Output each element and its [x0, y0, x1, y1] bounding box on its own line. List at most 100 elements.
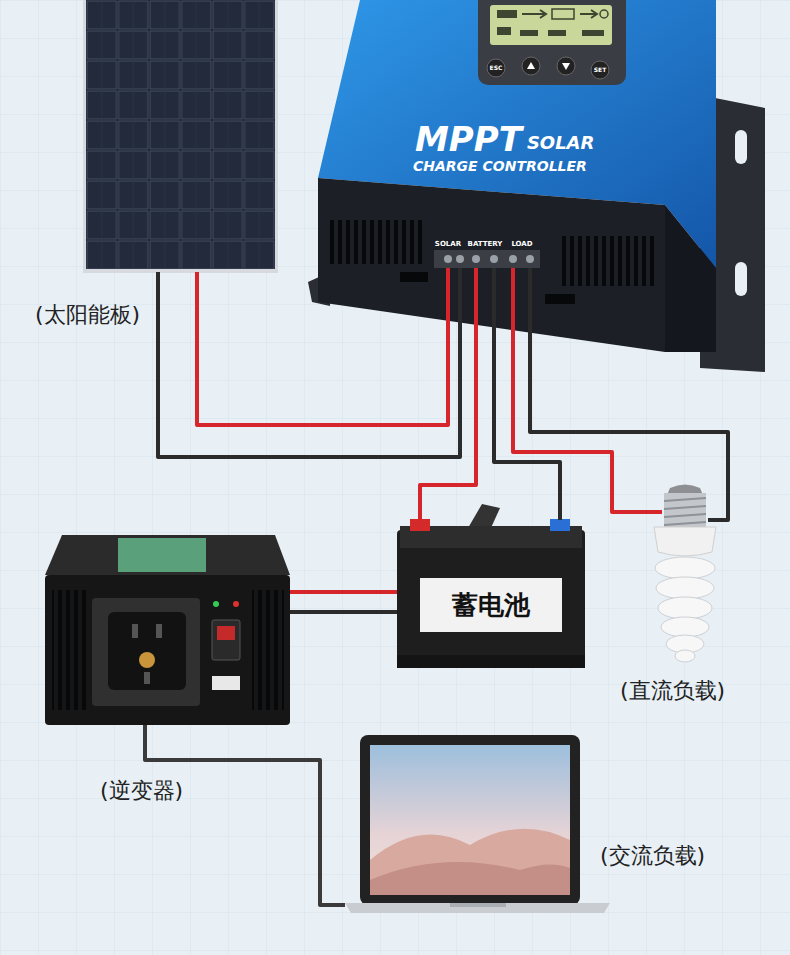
- battery: [410, 519, 430, 531]
- laptop: [360, 735, 580, 905]
- light-bulb: [654, 527, 716, 556]
- charge-controller: [526, 255, 534, 263]
- charge-controller: [326, 220, 422, 264]
- charge-controller: MPPTSOLARCHARGE CONTROLLER: [315, 0, 715, 268]
- light-bulb: [655, 557, 715, 579]
- caption-label: (太阳能板): [35, 302, 140, 327]
- wire-pair: [145, 725, 345, 905]
- wire: [513, 268, 662, 512]
- laptop: [345, 735, 610, 913]
- inverter: [233, 601, 239, 607]
- charge-controller: [478, 0, 626, 85]
- inverter: [139, 652, 155, 668]
- charge-controller: [472, 255, 480, 263]
- charge-controller: [434, 250, 540, 268]
- inverter: [52, 590, 86, 710]
- battery: [397, 655, 585, 668]
- wire: [290, 590, 397, 594]
- laptop: [450, 903, 506, 907]
- brand-title: MPPT: [415, 120, 522, 159]
- charge-controller: [318, 178, 665, 352]
- inverter: [144, 672, 150, 684]
- light-bulb: [664, 493, 706, 527]
- light-bulb: [658, 597, 712, 619]
- caption-label: (交流负载): [600, 843, 705, 868]
- light-bulb: [664, 498, 706, 525]
- inverter: [213, 601, 219, 607]
- charge-controller: [497, 27, 511, 35]
- inverter: [118, 538, 206, 572]
- wire: [420, 268, 476, 520]
- wire: [290, 610, 397, 614]
- wire-pair: [158, 268, 460, 457]
- charge-controller: [665, 205, 716, 352]
- solar-panel: [86, 0, 275, 269]
- button-label: SET: [590, 66, 610, 74]
- charge-controller: [400, 272, 428, 282]
- charge-controller: [490, 255, 498, 263]
- brand-subtitle: CHARGE CONTROLLER: [413, 158, 587, 174]
- ac-load: (交流负载): [345, 735, 610, 913]
- charge-controller: [562, 63, 570, 70]
- charge-controller: [487, 59, 505, 77]
- wire-pair: [420, 268, 560, 520]
- charge-controller: [600, 10, 608, 18]
- inverter: (逆变器): [45, 535, 290, 725]
- terminal-label: LOAD: [507, 240, 537, 249]
- charge-controller: [522, 57, 540, 75]
- inverter: [92, 598, 200, 706]
- charge-controller: [308, 0, 765, 372]
- inverter: [252, 590, 284, 710]
- charge-controller: [444, 255, 452, 263]
- charge-controller: [522, 10, 546, 18]
- charge-controller: [560, 236, 656, 286]
- light-bulb: [675, 650, 695, 662]
- wire: [530, 268, 728, 520]
- charge-controller: [548, 30, 566, 36]
- laptop: [370, 862, 570, 895]
- brand-subtitle: SOLAR: [527, 133, 595, 154]
- wire: [158, 268, 460, 457]
- solar-panel: (太阳能板): [83, 0, 278, 272]
- wire-pair: [513, 268, 728, 520]
- charge-controller: [509, 255, 517, 263]
- inverter: [156, 624, 162, 638]
- laptop: [345, 903, 610, 913]
- inverter: [45, 575, 290, 725]
- wire: [197, 268, 448, 425]
- charge-controller: [456, 255, 464, 263]
- charge-controller: [552, 9, 574, 19]
- caption-label: (逆变器): [100, 778, 183, 803]
- inverter: [132, 624, 138, 638]
- charge-controller: [735, 130, 747, 164]
- light-bulb: [656, 577, 714, 599]
- wire-pair: [290, 592, 397, 612]
- battery: [550, 519, 570, 531]
- charge-controller: [545, 294, 575, 304]
- light-bulb: [654, 485, 716, 663]
- caption-label: (直流负载): [620, 678, 725, 703]
- inverter: [45, 535, 290, 575]
- inverter: [217, 626, 235, 640]
- charge-controller: [557, 57, 575, 75]
- terminal-label: SOLAR: [433, 240, 463, 249]
- charge-controller: [527, 62, 535, 69]
- battery: [397, 530, 585, 668]
- charge-controller: [580, 10, 597, 18]
- laptop: [370, 829, 570, 895]
- charge-controller: [520, 30, 538, 36]
- button-label: ESC: [486, 64, 506, 72]
- charge-controller: [497, 10, 517, 18]
- inverter: [212, 676, 240, 690]
- battery: [397, 504, 585, 668]
- solar-panel: [83, 0, 278, 273]
- dc-load: (直流负载): [662, 488, 708, 660]
- charge-controller: [490, 5, 612, 45]
